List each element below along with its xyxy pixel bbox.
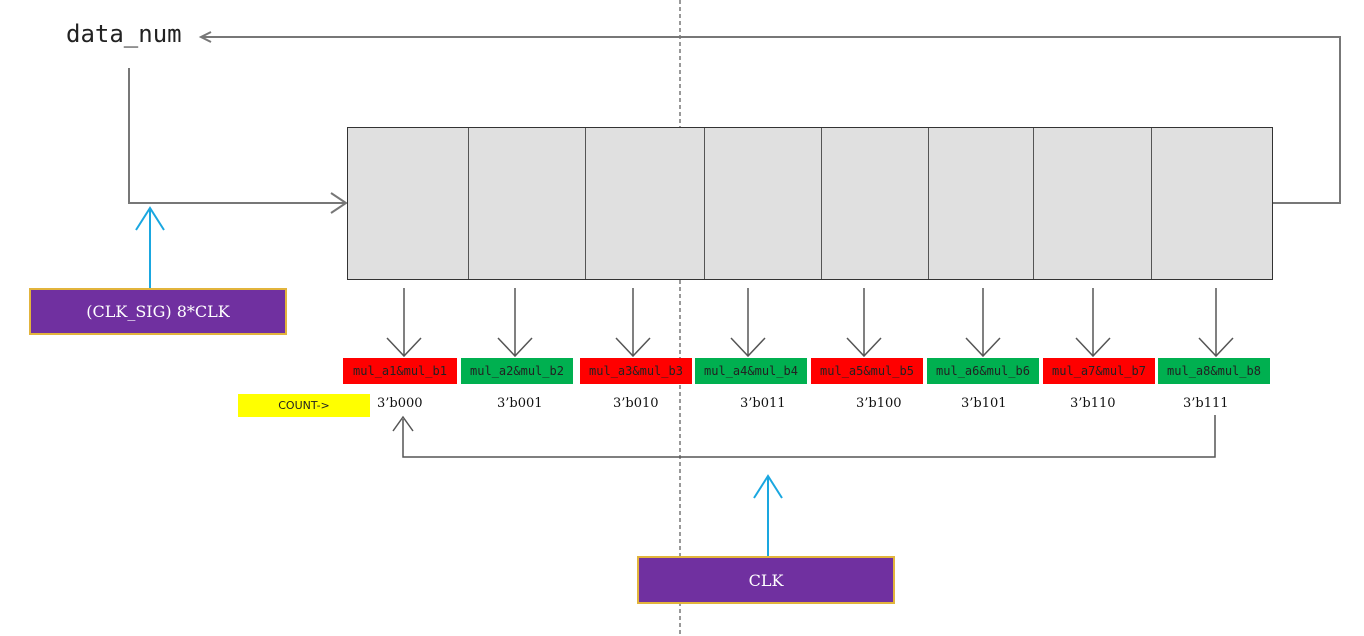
op-label: mul_a7&mul_b7 — [1043, 358, 1155, 384]
clk-arrowhead — [753, 474, 783, 499]
cell-down-arrowhead — [846, 337, 882, 358]
cell-down-arrowhead — [497, 337, 533, 358]
clk-label: CLK — [748, 570, 784, 590]
op-label: mul_a4&mul_b4 — [695, 358, 807, 384]
count-label: COUNT-> — [238, 394, 370, 417]
count-value: 3’b101 — [961, 396, 1007, 411]
input-path — [128, 68, 345, 204]
count-value: 3’b010 — [613, 396, 659, 411]
op-label: mul_a5&mul_b5 — [811, 358, 923, 384]
register-cell — [586, 128, 706, 279]
register-cell — [705, 128, 822, 279]
op-label: mul_a6&mul_b6 — [927, 358, 1039, 384]
data-num-label: data_num — [66, 20, 182, 48]
clk-sig-box: (CLK_SIG) 8*CLK — [29, 288, 287, 335]
count-value: 3’b100 — [856, 396, 902, 411]
count-value: 3’b000 — [377, 396, 423, 411]
register-cell — [469, 128, 587, 279]
op-label: mul_a1&mul_b1 — [343, 358, 457, 384]
cell-down-arrowhead — [386, 337, 422, 358]
count-value: 3’b001 — [497, 396, 543, 411]
cell-down-arrowhead — [1075, 337, 1111, 358]
register-cell — [822, 128, 929, 279]
cell-down-arrowhead — [1198, 337, 1234, 358]
feedback-arrowhead — [198, 31, 212, 43]
cell-down-arrowhead — [965, 337, 1001, 358]
count-value: 3’b011 — [740, 396, 786, 411]
register-cell — [1152, 128, 1272, 279]
input-arrowhead — [330, 192, 348, 214]
count-loop-arrowhead — [392, 415, 414, 432]
register-cell — [348, 128, 469, 279]
register-cell — [1034, 128, 1153, 279]
register-cell — [929, 128, 1034, 279]
cell-down-arrowhead — [730, 337, 766, 358]
clk-sig-label: (CLK_SIG) 8*CLK — [86, 302, 230, 321]
op-label: mul_a8&mul_b8 — [1158, 358, 1270, 384]
op-label: mul_a2&mul_b2 — [461, 358, 573, 384]
clk-box: CLK — [637, 556, 895, 604]
op-label: mul_a3&mul_b3 — [580, 358, 692, 384]
shift-register — [347, 127, 1273, 280]
count-value: 3’b110 — [1070, 396, 1116, 411]
clk-sig-arrowhead — [135, 206, 165, 231]
count-loop — [402, 415, 1216, 458]
cell-down-arrowhead — [615, 337, 651, 358]
cell-output-arrows — [386, 288, 1234, 358]
feedback-path — [203, 36, 1341, 204]
count-value: 3’b111 — [1183, 396, 1229, 411]
